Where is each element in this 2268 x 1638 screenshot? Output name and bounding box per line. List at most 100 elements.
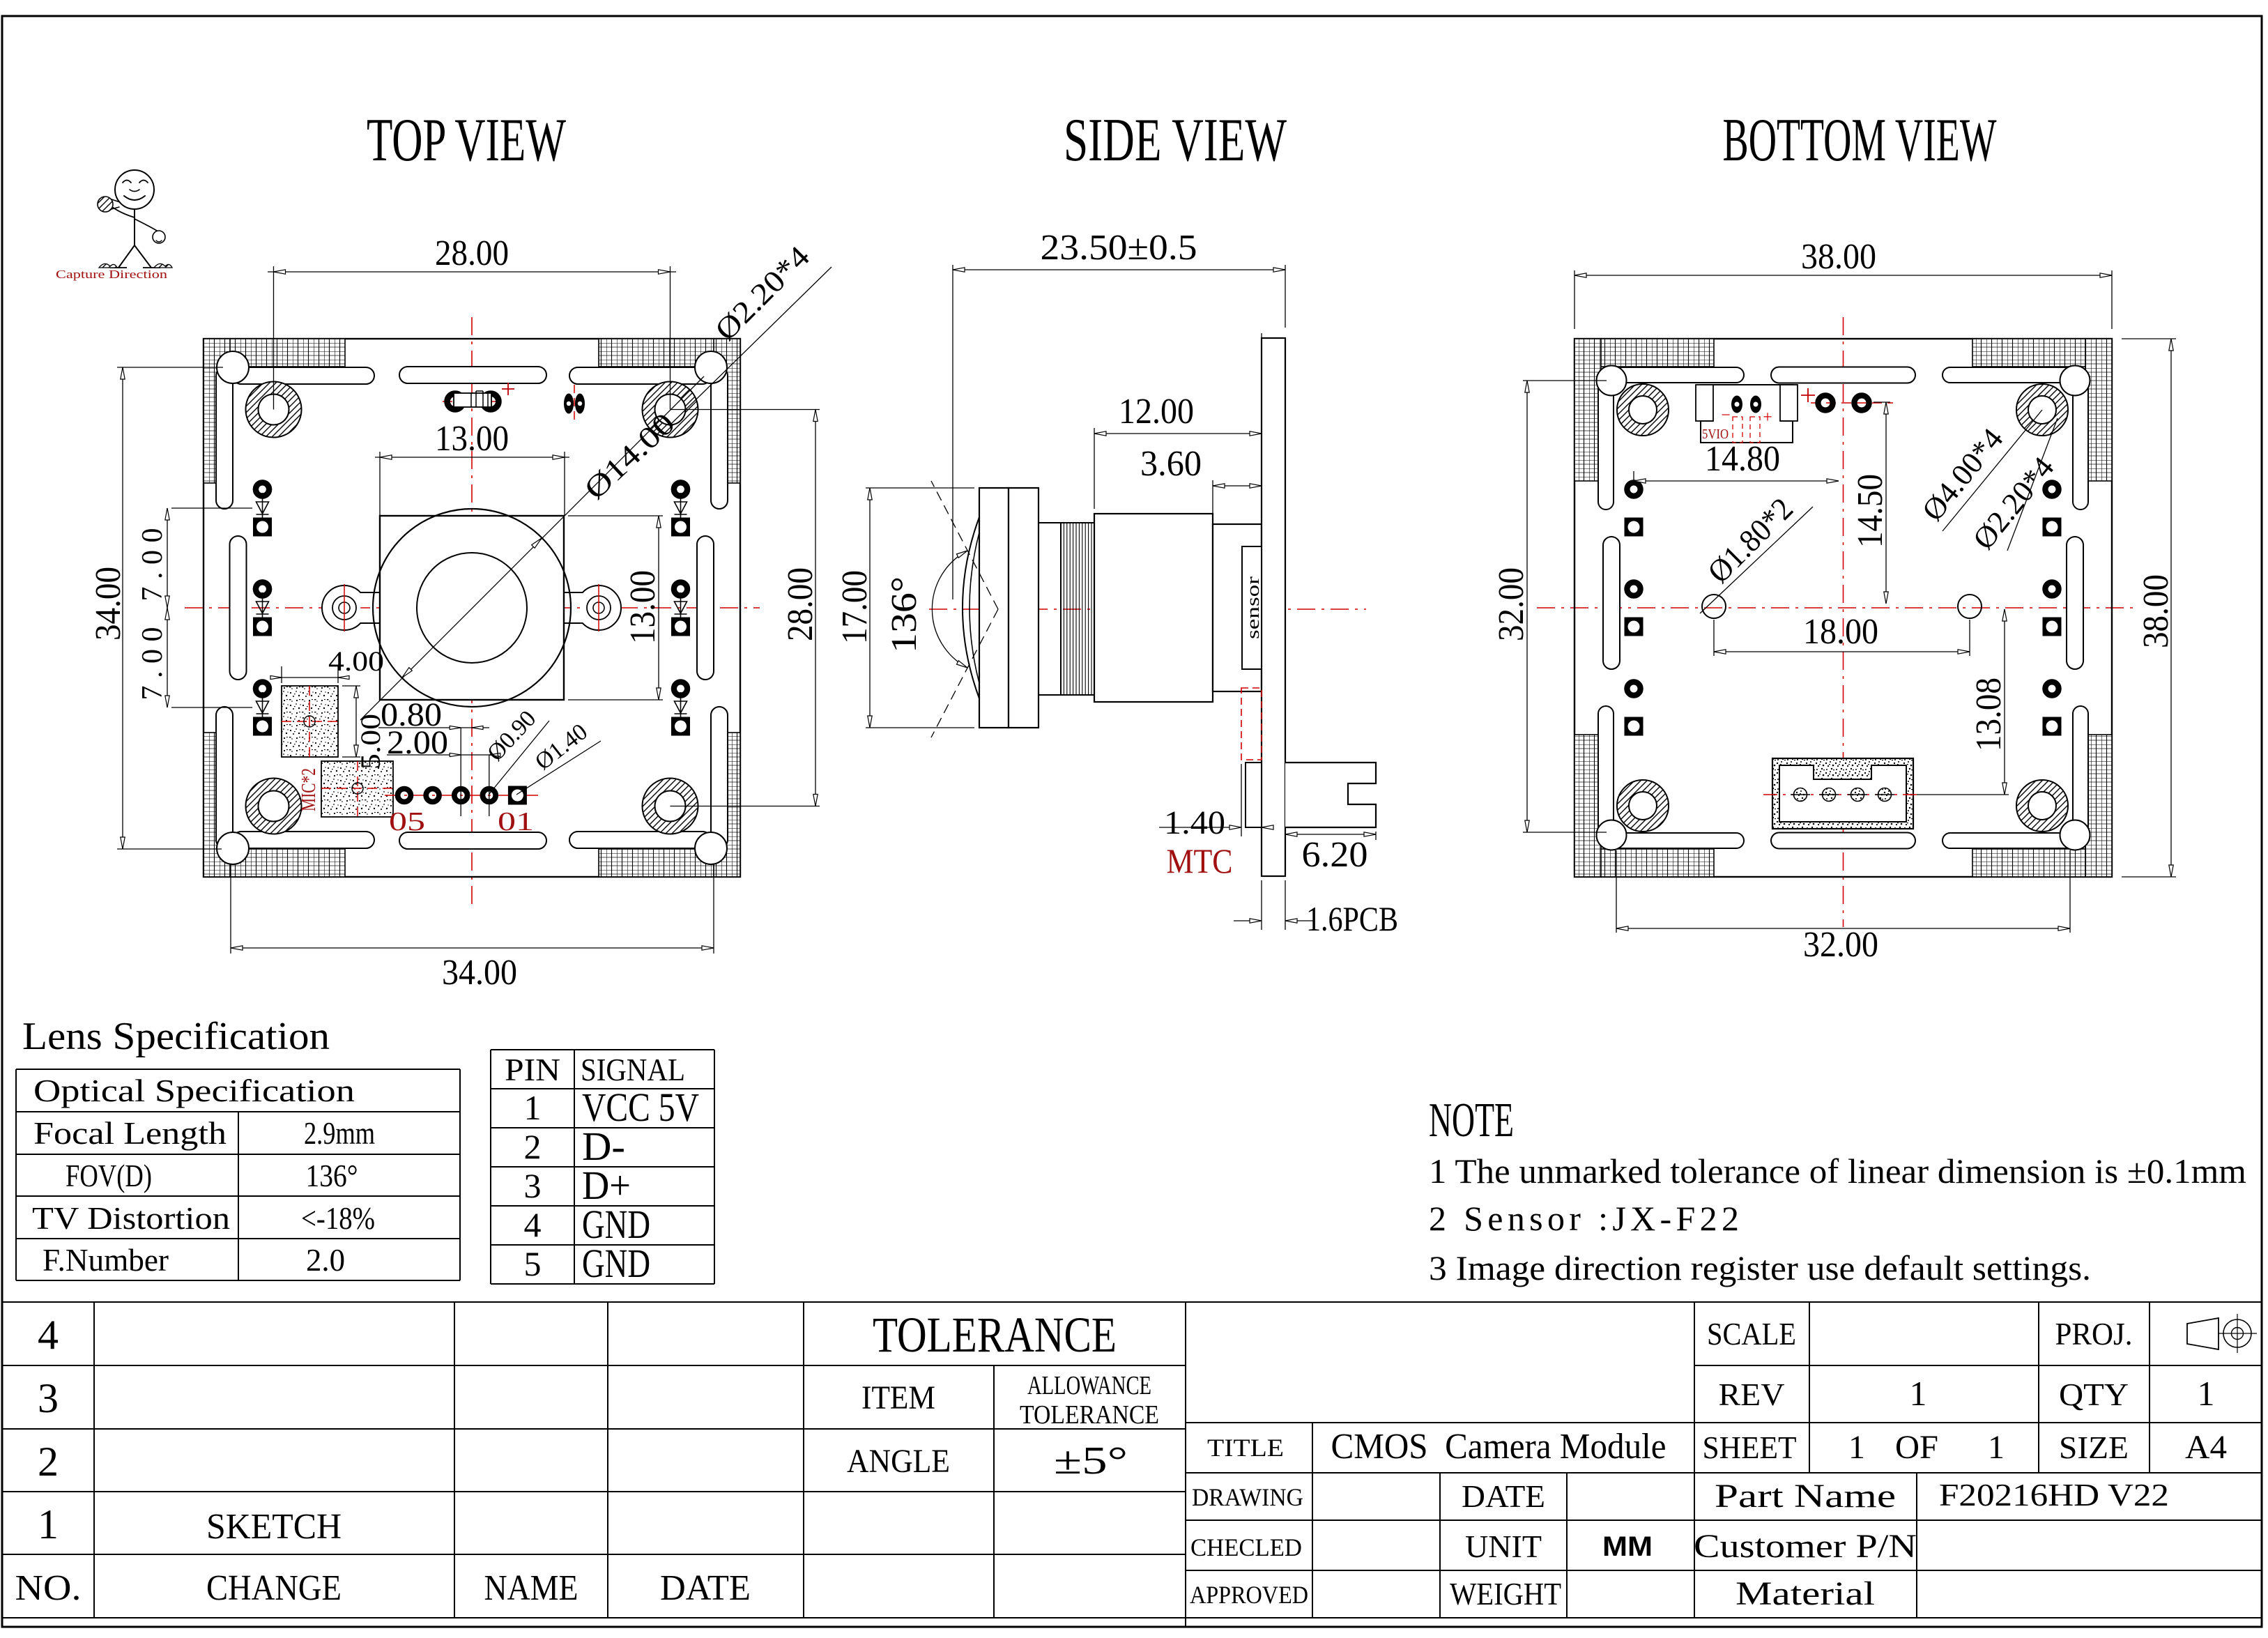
svg-text:CHECLED: CHECLED [1190, 1533, 1302, 1561]
svg-text:GND: GND [582, 1202, 650, 1247]
svg-text:MIC*2: MIC*2 [298, 768, 320, 811]
svg-text:13.08: 13.08 [1969, 678, 2009, 751]
svg-text:SCALE: SCALE [1707, 1316, 1796, 1352]
svg-text:NAME: NAME [484, 1568, 579, 1608]
svg-text:TOLERANCE: TOLERANCE [1020, 1400, 1159, 1430]
svg-text:−: − [1721, 406, 1731, 424]
svg-text:136°: 136° [884, 576, 924, 653]
svg-text:PROJ.: PROJ. [2055, 1316, 2133, 1352]
svg-text:1: 1 [1910, 1374, 1927, 1413]
svg-text:14.50: 14.50 [1851, 474, 1890, 548]
svg-text:28.00: 28.00 [781, 567, 820, 641]
svg-text:4: 4 [38, 1312, 59, 1358]
svg-text:QTY: QTY [2059, 1377, 2129, 1412]
svg-text:1.40: 1.40 [1164, 804, 1225, 841]
svg-text:OF: OF [1895, 1429, 1938, 1466]
svg-text:14.80: 14.80 [1705, 439, 1780, 479]
svg-text:5: 5 [524, 1244, 542, 1283]
svg-text:2.0: 2.0 [306, 1242, 345, 1278]
svg-text:32.00: 32.00 [1492, 567, 1531, 641]
svg-text:REV: REV [1719, 1377, 1785, 1412]
svg-text:Capture Direction: Capture Direction [56, 268, 168, 281]
svg-text:Lens Specification: Lens Specification [22, 1015, 330, 1058]
svg-text:38.00: 38.00 [2136, 574, 2176, 648]
svg-text:2: 2 [38, 1439, 59, 1485]
svg-text:3: 3 [38, 1375, 59, 1421]
svg-text:23.50±0.5: 23.50±0.5 [1041, 228, 1197, 268]
svg-text:34.00: 34.00 [442, 953, 517, 993]
svg-text:1: 1 [2198, 1374, 2215, 1413]
svg-text:APPROVED: APPROVED [1190, 1581, 1308, 1609]
svg-text:CMOS Camera Module: CMOS Camera Module [1331, 1427, 1666, 1467]
svg-text:BOTTOM VIEW: BOTTOM VIEW [1723, 107, 1997, 174]
svg-text:13.00: 13.00 [435, 419, 509, 459]
svg-text:Focal Length: Focal Length [33, 1115, 227, 1151]
svg-text:05: 05 [389, 807, 425, 836]
svg-text:38.00: 38.00 [1801, 237, 1876, 277]
svg-text:2: 2 [524, 1127, 542, 1166]
svg-text:13.00: 13.00 [623, 570, 663, 644]
svg-text:SIZE: SIZE [2059, 1430, 2129, 1465]
svg-text:ITEM: ITEM [861, 1379, 935, 1416]
svg-text:F.Number: F.Number [43, 1242, 169, 1278]
svg-text:<-18%: <-18% [301, 1200, 375, 1236]
svg-text:28.00: 28.00 [435, 234, 509, 273]
svg-text:0.80: 0.80 [381, 696, 442, 733]
svg-text:TOP VIEW: TOP VIEW [367, 107, 566, 174]
svg-text:17.00: 17.00 [835, 570, 875, 644]
svg-text:PIN: PIN [505, 1052, 560, 1087]
svg-text:VCC 5V: VCC 5V [582, 1085, 699, 1130]
svg-text:D-: D- [582, 1124, 625, 1169]
svg-text:Customer P/N: Customer P/N [1694, 1528, 1917, 1565]
svg-text:A4: A4 [2185, 1429, 2227, 1466]
svg-text:7.00: 7.00 [137, 627, 169, 701]
svg-text:DATE: DATE [660, 1568, 751, 1608]
svg-text:2.9mm: 2.9mm [304, 1115, 375, 1151]
svg-text:NO.: NO. [15, 1568, 82, 1608]
svg-text:ALLOWANCE: ALLOWANCE [1027, 1371, 1151, 1400]
svg-text:CHANGE: CHANGE [206, 1568, 342, 1608]
svg-text:18.00: 18.00 [1803, 612, 1878, 652]
svg-text:1: 1 [38, 1501, 59, 1547]
svg-text:±5°: ±5° [1054, 1439, 1128, 1483]
svg-text:ANGLE: ANGLE [847, 1443, 950, 1480]
svg-text:sensor: sensor [1243, 576, 1263, 639]
svg-text:DATE: DATE [1462, 1478, 1545, 1514]
svg-text:34.00: 34.00 [89, 567, 128, 641]
svg-text:5VIO: 5VIO [1702, 427, 1729, 442]
svg-text:4.00: 4.00 [328, 645, 384, 677]
svg-text:MTC: MTC [1167, 841, 1233, 880]
svg-text:TOLERANCE: TOLERANCE [873, 1307, 1117, 1363]
svg-text:SIGNAL: SIGNAL [581, 1052, 685, 1087]
svg-text:GND: GND [582, 1241, 650, 1286]
svg-text:D+: D+ [582, 1163, 631, 1208]
svg-text:1.6PCB: 1.6PCB [1306, 899, 1398, 938]
svg-text:1: 1 [1848, 1429, 1865, 1466]
svg-text:F20216HD V22: F20216HD V22 [1939, 1477, 2169, 1513]
svg-text:+: + [1763, 408, 1772, 427]
svg-text:MM: MM [1602, 1531, 1653, 1562]
svg-text:WEIGHT: WEIGHT [1450, 1576, 1561, 1612]
svg-text:1: 1 [524, 1088, 542, 1127]
svg-text:136°: 136° [306, 1158, 358, 1193]
svg-text:1: 1 [1988, 1429, 2005, 1466]
svg-text:3: 3 [524, 1166, 542, 1205]
svg-text:32.00: 32.00 [1803, 925, 1878, 965]
svg-text:7.00: 7.00 [137, 528, 169, 602]
svg-text:2.00: 2.00 [387, 724, 448, 761]
svg-text:Optical Specification: Optical Specification [33, 1073, 355, 1108]
svg-text:Part Name: Part Name [1715, 1478, 1896, 1515]
svg-text:SKETCH: SKETCH [206, 1507, 342, 1547]
svg-text:SIDE VIEW: SIDE VIEW [1064, 107, 1287, 174]
svg-text:TV Distortion: TV Distortion [32, 1200, 230, 1236]
svg-text:12.00: 12.00 [1119, 392, 1194, 431]
svg-text:TITLE: TITLE [1207, 1434, 1284, 1462]
svg-text:3 Image direction register us: 3 Image direction register use default s… [1429, 1248, 2091, 1287]
svg-text:5.00: 5.00 [355, 714, 386, 770]
svg-text:FOV(D): FOV(D) [66, 1158, 152, 1193]
svg-text:4: 4 [524, 1205, 542, 1244]
svg-text:DRAWING: DRAWING [1192, 1483, 1303, 1511]
svg-text:Material: Material [1736, 1575, 1875, 1612]
svg-text:6.20: 6.20 [1302, 835, 1368, 875]
svg-text:01: 01 [498, 807, 534, 836]
